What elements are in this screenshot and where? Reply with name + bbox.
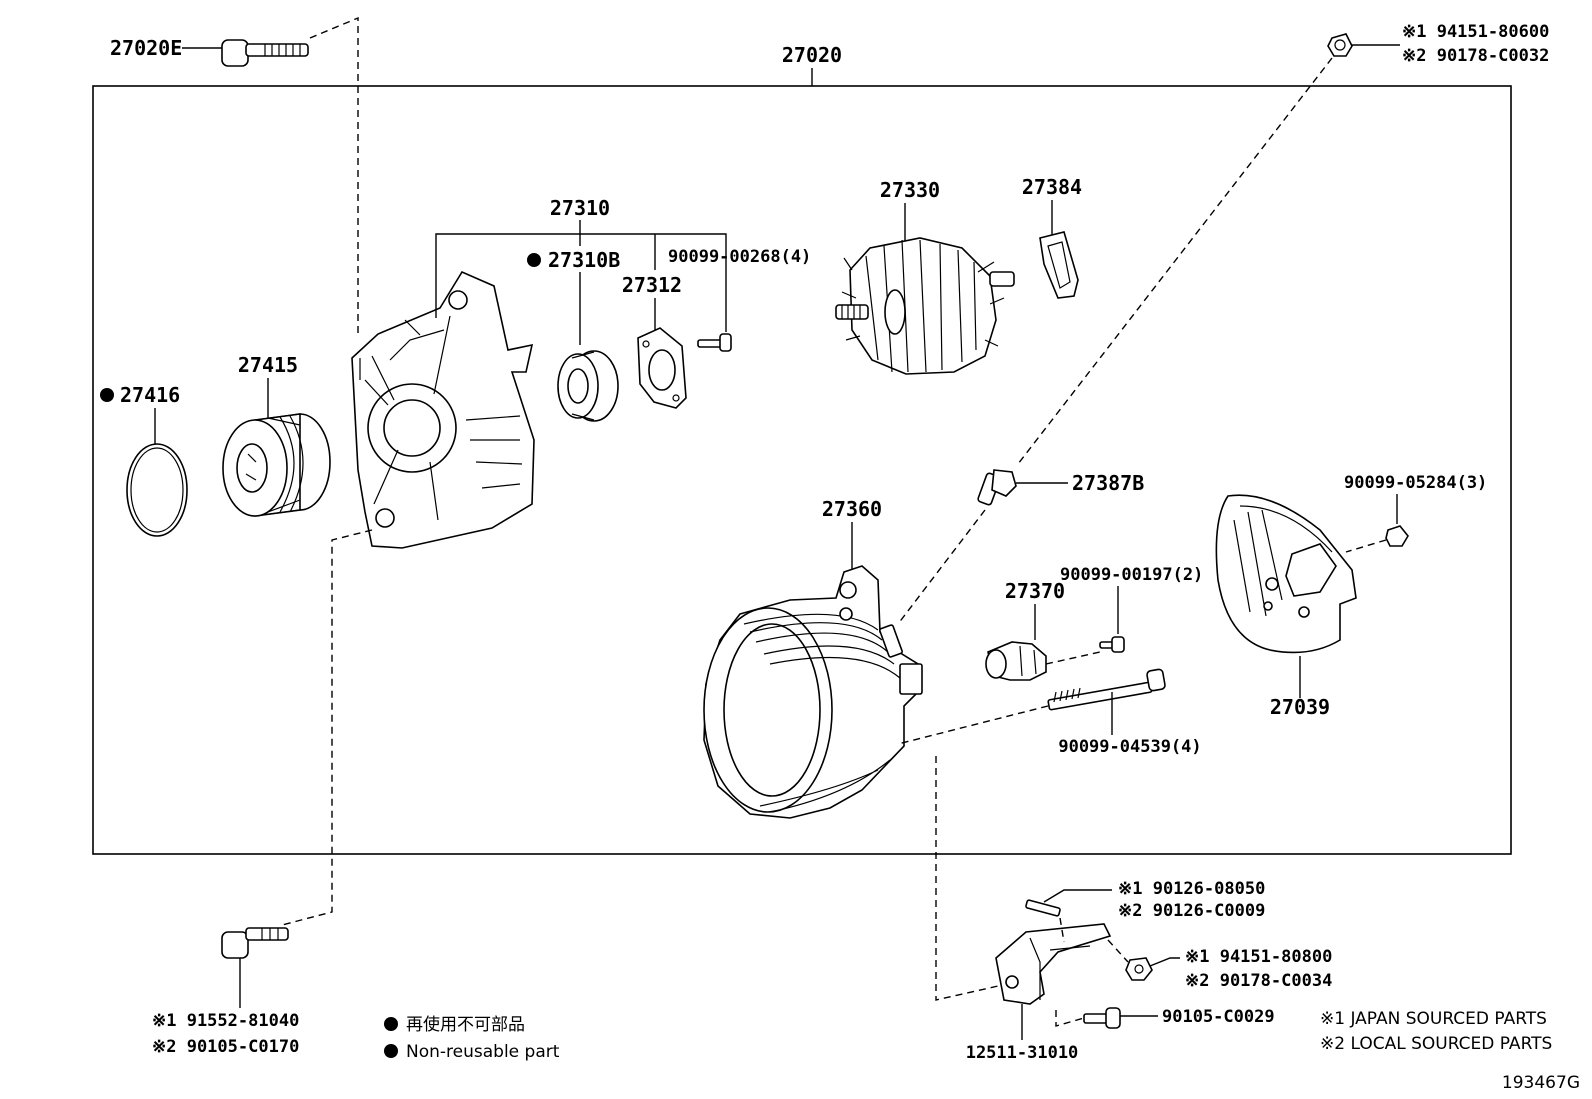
label-top-right-nut-2[interactable]: ※2 90178-C0032	[1402, 46, 1549, 66]
label-90099-00197[interactable]: 90099-00197(2)	[1060, 565, 1203, 585]
legend-dot-2	[384, 1044, 398, 1058]
assembly-number[interactable]: 27020	[782, 43, 842, 67]
label-90099-05284[interactable]: 90099-05284(3)	[1344, 473, 1487, 493]
bolt-27020e-icon[interactable]	[221, 39, 309, 67]
label-bracket-bolt[interactable]: 90105-C0029	[1162, 1007, 1275, 1027]
label-bracket-nut-1[interactable]: ※1 94151-80800	[1185, 947, 1332, 967]
terminal-27387b-icon[interactable]	[977, 469, 1017, 506]
label-27020e[interactable]: 27020E	[110, 36, 182, 60]
rear-cover-27039-icon[interactable]	[1215, 494, 1357, 654]
non-reusable-dot-27310b	[527, 253, 541, 267]
label-27360[interactable]: 27360	[822, 497, 882, 521]
label-27310b[interactable]: 27310B	[548, 248, 620, 272]
legend-dot-1	[384, 1017, 398, 1031]
label-90099-00268[interactable]: 90099-00268(4)	[668, 247, 811, 267]
label-27416[interactable]: 27416	[120, 383, 180, 407]
cap-27416-icon[interactable]	[126, 443, 188, 537]
label-lower-bolt-2[interactable]: ※2 90105-C0170	[152, 1037, 299, 1057]
label-top-right-nut-1[interactable]: ※1 94151-80600	[1402, 22, 1549, 42]
pulley-27415-icon[interactable]	[222, 413, 331, 517]
note-local-sourced: ※2 LOCAL SOURCED PARTS	[1320, 1034, 1552, 1054]
stud-icon[interactable]	[1025, 899, 1061, 917]
drive-end-frame-icon[interactable]	[351, 270, 535, 549]
through-bolt-90099-04539-icon[interactable]	[1047, 668, 1166, 711]
label-bracket-number[interactable]: 12511-31010	[966, 1043, 1079, 1063]
legend-jp-label: 再使用不可部品	[406, 1014, 525, 1035]
assembly-box	[92, 85, 1512, 855]
rotor-27330-icon[interactable]	[835, 237, 1015, 375]
lower-left-bolt-icon[interactable]	[221, 927, 289, 959]
label-27039[interactable]: 27039	[1270, 695, 1330, 719]
label-27330[interactable]: 27330	[880, 178, 940, 202]
label-27312[interactable]: 27312	[622, 273, 682, 297]
nut-90099-05284-icon[interactable]	[1385, 525, 1409, 547]
bracket-nut-icon[interactable]	[1125, 957, 1153, 981]
label-bracket-nut-2[interactable]: ※2 90178-C0034	[1185, 971, 1332, 991]
retainer-27312-icon[interactable]	[637, 327, 687, 409]
label-27370[interactable]: 27370	[1005, 579, 1065, 603]
ring-27384-icon[interactable]	[1039, 231, 1079, 299]
bracket-bolt-icon[interactable]	[1083, 1007, 1121, 1029]
figure-id: 193467G	[1502, 1073, 1580, 1093]
non-reusable-dot-27416	[100, 388, 114, 402]
holder-27370-icon[interactable]	[985, 641, 1047, 681]
note-japan-sourced: ※1 JAPAN SOURCED PARTS	[1320, 1009, 1547, 1029]
label-27415[interactable]: 27415	[238, 353, 298, 377]
label-90099-04539[interactable]: 90099-04539(4)	[1058, 737, 1201, 757]
legend-en-label: Non-reusable part	[406, 1042, 560, 1062]
bearing-27310b-icon[interactable]	[557, 350, 619, 422]
screw-90099-00268-icon[interactable]	[697, 333, 732, 352]
label-27310[interactable]: 27310	[550, 196, 610, 220]
rectifier-end-frame-27360-icon[interactable]	[703, 565, 923, 819]
label-stud-1[interactable]: ※1 90126-08050	[1118, 879, 1265, 899]
label-27387b[interactable]: 27387B	[1072, 471, 1144, 495]
nut-top-right-icon[interactable]	[1327, 33, 1353, 57]
label-lower-bolt-1[interactable]: ※1 91552-81040	[152, 1011, 299, 1031]
label-stud-2[interactable]: ※2 90126-C0009	[1118, 901, 1265, 921]
screw-90099-00197-icon[interactable]	[1099, 636, 1125, 653]
label-27384[interactable]: 27384	[1022, 175, 1082, 199]
bracket-12511-31010-icon[interactable]	[995, 923, 1112, 1005]
